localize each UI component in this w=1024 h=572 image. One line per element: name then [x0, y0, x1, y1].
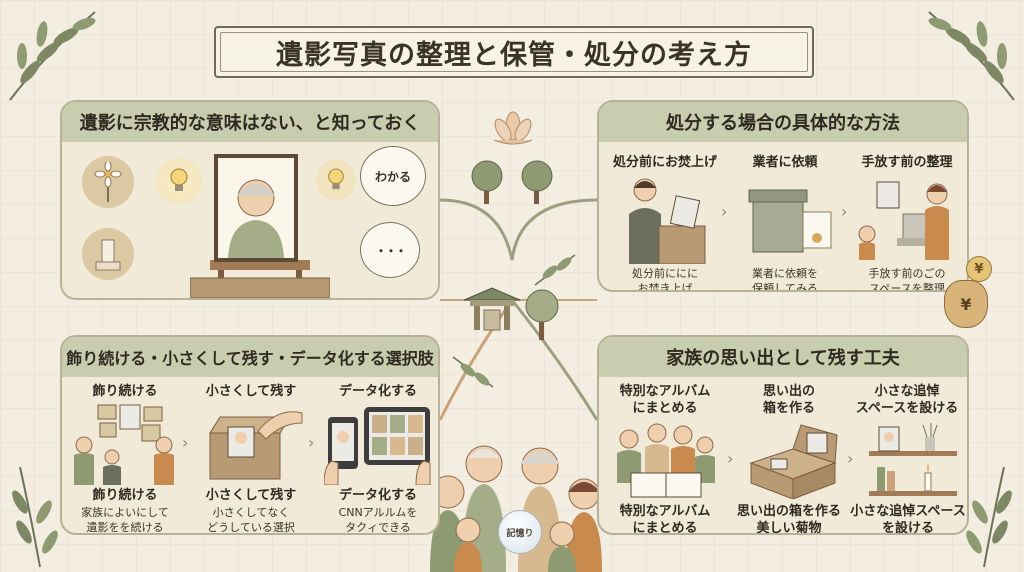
tree-icon [525, 289, 559, 340]
step-arrow-icon: › [841, 202, 848, 221]
option-arrow-icon: › [308, 433, 315, 452]
lightbulb-icon [156, 158, 202, 204]
family-illustration [430, 445, 602, 572]
option-caption-shrink: 小さくして残す [205, 488, 297, 503]
step-caption-otakiage: 処分前ににに お焚き上げ [632, 267, 698, 292]
thought-bubble-dots: ・・・ [360, 222, 420, 278]
option-sub-digitize: CNNアルルムを タクィできる [338, 506, 418, 534]
memory-label-space: 小さな追悼 スペースを設ける [855, 384, 959, 416]
panel-keep-options: 飾り続ける・小さくして残す・データ化する選択肢 飾り続ける 小さくして残す デー… [60, 335, 440, 535]
panel-keep-options-heading: 飾り続ける・小さくして残す・データ化する選択肢 [62, 337, 438, 377]
memory-caption-album: 特別なアルバム にまとめる [619, 504, 711, 535]
person-organizing-icon [858, 181, 949, 260]
step-caption-vendor: 業者に依頼を 保頼してみる [752, 267, 818, 292]
memory-label-album: 特別なアルバム にまとめる [619, 384, 711, 416]
step-label-otakiage: 処分前にお焚上げ [612, 155, 717, 170]
lotus-icon [493, 111, 533, 145]
leaf-branch-bottom-right-icon [966, 466, 1012, 568]
leaf-branch-bottom-left-icon [12, 466, 58, 568]
storage-box-icon [748, 189, 832, 253]
tree-icon [521, 160, 553, 204]
shrine-gate-icon [463, 287, 521, 331]
money-bag-icon: ¥ [944, 280, 988, 328]
family-display-icon [74, 404, 174, 485]
memory-box-icon [749, 424, 838, 499]
leaf-sprig-icon [452, 356, 494, 388]
memory-caption-box: 思い出の箱を作る 美しい菊物 [736, 504, 841, 535]
memory-orb-label: 記憶り [506, 528, 534, 539]
option-sub-shrink: 小さくしてなく どうしている選択 [207, 506, 295, 534]
step-caption-organize: 手放す前のごの スペースを整理 [868, 267, 946, 292]
memory-caption-space: 小さな追悼スペース を設ける [850, 504, 966, 535]
leaf-sprig-icon [534, 254, 576, 286]
portrait-frame-icon [190, 154, 330, 298]
person-offering-photo-icon [629, 178, 706, 264]
option-caption-digitize: データ化する [338, 488, 417, 503]
tree-icon [471, 160, 503, 204]
panel-family-memories-heading: 家族の思い出として残す工夫 [599, 337, 967, 377]
memory-orb: 記憶り [498, 510, 542, 554]
option-caption-display: 飾り続ける [92, 488, 158, 503]
panel-family-memories: 家族の思い出として残す工夫 特別なアルバム にまとめる 思い出の 箱を作る 小さ… [597, 335, 969, 535]
thought-bubble-understand: わかる [360, 146, 426, 206]
lightbulb-icon [316, 160, 356, 200]
panel-disposal-methods-heading: 処分する場合の具体的な方法 [599, 102, 967, 142]
memory-arrow-icon: › [847, 449, 854, 468]
option-label-display: 飾り続ける [92, 384, 158, 399]
small-photo-box-icon [209, 411, 303, 480]
digital-devices-icon [324, 407, 431, 485]
step-label-vendor: 業者に依頼 [752, 155, 818, 170]
option-label-shrink: 小さくして残す [205, 384, 297, 399]
leaf-branch-top-right-icon [928, 11, 1015, 101]
panel-disposal-methods: 処分する場合の具体的な方法 処分前にお焚上げ 業者に依頼 手放す前の整理 › ›… [597, 100, 969, 292]
step-label-organize: 手放す前の整理 [861, 155, 953, 170]
yen-coin-icon: ¥ [966, 256, 992, 282]
step-arrow-icon: › [721, 202, 728, 221]
memory-label-box: 思い出の 箱を作る [762, 384, 815, 416]
family-album-icon [617, 423, 715, 498]
panel-religious-meaning-heading: 遺影に宗教的な意味はない、と知っておく [62, 102, 438, 142]
panel-religious-meaning: 遺影に宗教的な意味はない、と知っておく わかる ・・・ [60, 100, 440, 300]
option-sub-display: 家族によいにして 遺影をを続ける [81, 506, 169, 534]
option-arrow-icon: › [182, 433, 189, 452]
option-label-digitize: データ化する [338, 384, 417, 399]
leaf-branch-top-left-icon [9, 11, 96, 101]
flower-icon [82, 156, 134, 208]
page-title-box: 遺影写真の整理と保管・処分の考え方 [214, 26, 814, 78]
memorial-tablet-icon [82, 228, 134, 280]
memory-arrow-icon: › [727, 449, 734, 468]
memorial-shelf-icon [869, 423, 957, 496]
